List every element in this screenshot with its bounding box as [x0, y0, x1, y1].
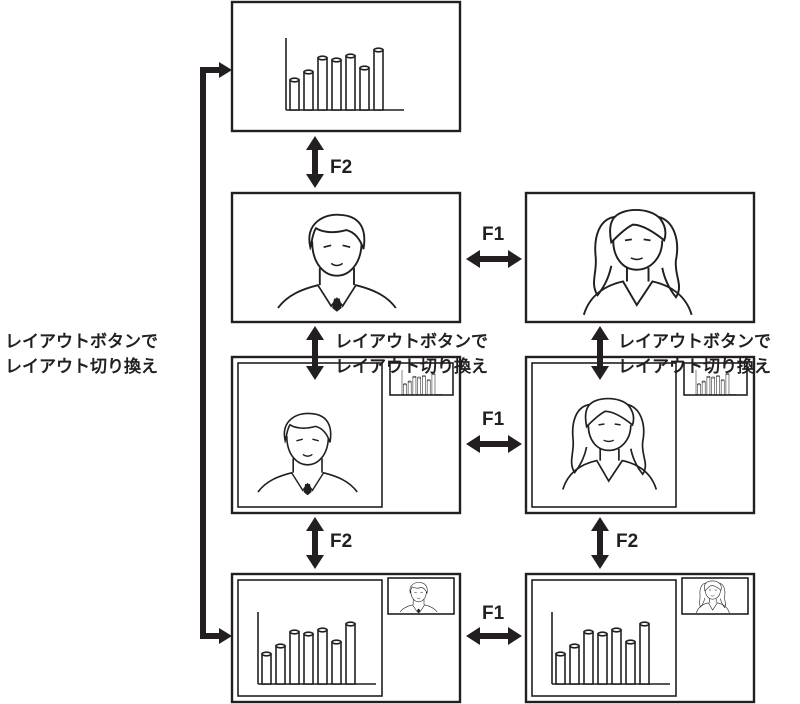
label-layout-button-right-line1: レイアウトボタンで [618, 332, 771, 352]
arrow-vertical-f2-right [591, 517, 609, 569]
arrow-vertical-layout-right [591, 326, 609, 380]
label-f1-row3: F1 [482, 409, 505, 430]
arrow-horizontal-f1-row2 [466, 250, 522, 268]
label-f2-right: F2 [616, 531, 639, 552]
label-layout-button-right-line2: レイアウト切り換え [618, 357, 771, 377]
panel-camera-woman [524, 191, 756, 324]
panel-chart-full [230, 0, 462, 133]
arrow-vertical-f2-left [306, 517, 324, 569]
panel-camera-man [230, 191, 462, 324]
label-f1-row4: F1 [482, 603, 505, 624]
label-layout-button-left-line2: レイアウト切り換え [5, 357, 158, 377]
panel-chart-with-man-inset [230, 572, 462, 704]
panel-man-with-chart-inset [230, 355, 462, 515]
label-layout-button-center-line1: レイアウトボタンで [335, 332, 488, 352]
label-layout-button-center-line2: レイアウト切り換え [335, 357, 488, 377]
label-f1-row2: F1 [482, 224, 505, 245]
arrow-vertical-f2-top [306, 136, 324, 188]
bracket-arrow-left [200, 62, 232, 644]
panel-woman-with-chart-inset [524, 355, 756, 515]
label-f2-left: F2 [330, 531, 353, 552]
panel-chart-with-woman-inset [524, 572, 756, 704]
arrow-horizontal-f1-row4 [466, 627, 522, 645]
arrow-horizontal-f1-row3 [466, 435, 522, 453]
arrow-vertical-layout-left [306, 326, 324, 380]
label-layout-button-left-line1: レイアウトボタンで [5, 332, 158, 352]
label-f2-top: F2 [330, 157, 353, 178]
